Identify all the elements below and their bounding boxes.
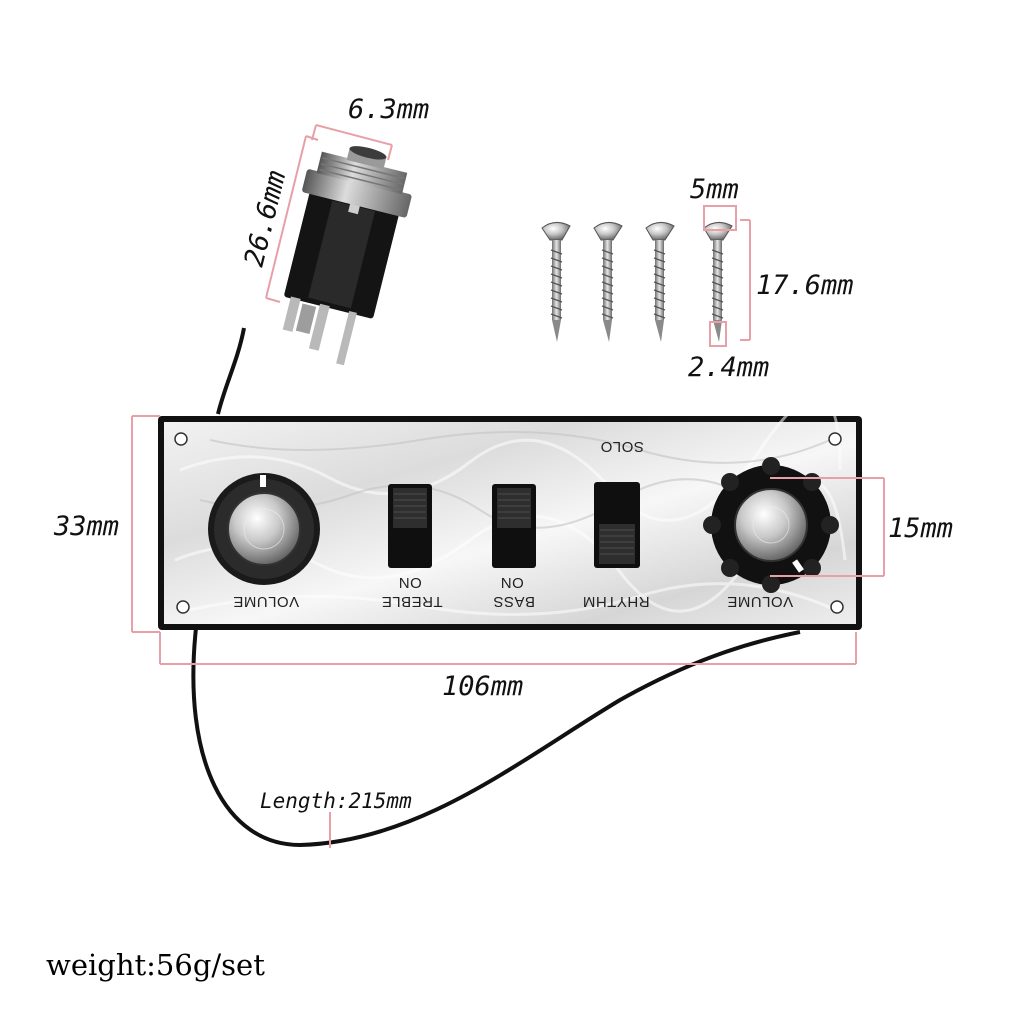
rhythm-solo-switch (594, 482, 640, 568)
plate-width-label: 106mm (442, 671, 523, 702)
label-treble-on: ON (398, 574, 422, 591)
plate-height-label: 33mm (53, 511, 119, 542)
mounting-hole (176, 600, 190, 614)
volume-knob-left (208, 473, 320, 585)
weight-label: weight:56g/set (46, 948, 265, 982)
screw-dimension-lines (703, 205, 751, 347)
jack-diameter-label: 6.3mm (348, 94, 429, 125)
jack-dimension-lines (265, 124, 393, 303)
screw-length-label: 17.6mm (756, 270, 854, 301)
screw-set (541, 222, 733, 342)
treble-switch (388, 484, 432, 568)
output-jack (282, 146, 412, 366)
mounting-hole (828, 432, 842, 446)
knob-diameter-label: 15mm (888, 513, 953, 544)
cable-length-label: Length:215mm (260, 789, 412, 813)
label-bass: BASS (493, 593, 535, 610)
mounting-hole (830, 600, 844, 614)
screw (593, 222, 623, 342)
cable (191, 327, 801, 848)
label-treble: TREBLE (381, 593, 442, 610)
screw (541, 222, 571, 342)
screw-thread-label: 2.4mm (688, 352, 769, 383)
screw (645, 222, 675, 342)
jack-length-label: 26.6mm (239, 168, 293, 270)
control-plate: SOLO VOLUME TREBLE ON BASS ON RHYTHM VOL… (158, 394, 862, 630)
mounting-hole (174, 432, 188, 446)
plate-dimension-lines (131, 415, 885, 848)
bass-switch (492, 484, 536, 568)
label-volume-right: VOLUME (727, 593, 793, 610)
label-solo: SOLO (600, 438, 644, 455)
screw-head-label: 5mm (690, 174, 739, 205)
label-rhythm: RHYTHM (582, 593, 649, 610)
volume-knob-right (703, 457, 839, 593)
label-volume-left: VOLUME (233, 593, 299, 610)
screw (703, 222, 733, 342)
label-bass-on: ON (500, 574, 524, 591)
